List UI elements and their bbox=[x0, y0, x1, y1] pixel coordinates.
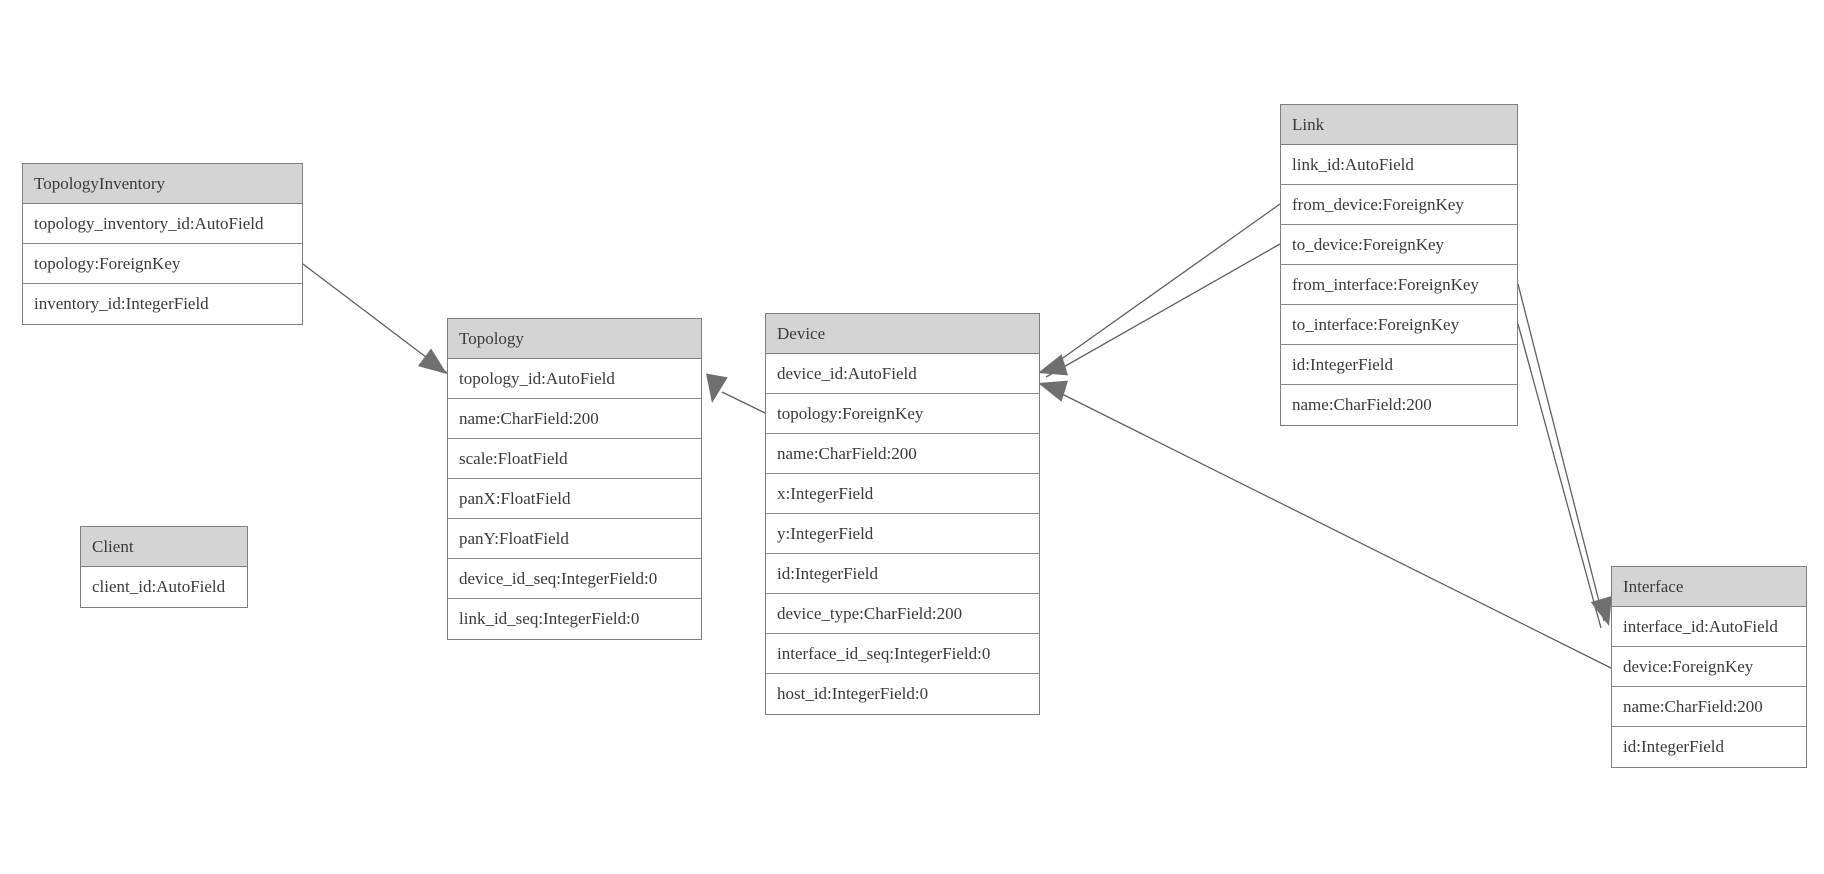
entity-field-row: client_id:AutoField bbox=[81, 567, 247, 607]
entity-field-row: interface_id:AutoField bbox=[1612, 607, 1806, 647]
relationship-line bbox=[1517, 283, 1605, 622]
relationship-line bbox=[1045, 385, 1612, 669]
entity-field-row: name:CharField:200 bbox=[448, 399, 701, 439]
arrowhead-icon bbox=[1038, 354, 1068, 376]
entity-field-row: from_device:ForeignKey bbox=[1281, 185, 1517, 225]
entity-field-row: device_type:CharField:200 bbox=[766, 594, 1039, 634]
arrowhead-icon bbox=[417, 348, 447, 374]
entity-field-row: device_id_seq:IntegerField:0 bbox=[448, 559, 701, 599]
entity-field-row: name:CharField:200 bbox=[1281, 385, 1517, 425]
entity-field-row: to_device:ForeignKey bbox=[1281, 225, 1517, 265]
entity-field-row: link_id_seq:IntegerField:0 bbox=[448, 599, 701, 639]
entity-field-row: to_interface:ForeignKey bbox=[1281, 305, 1517, 345]
entity-field-row: topology_id:AutoField bbox=[448, 359, 701, 399]
entity-field-row: device_id:AutoField bbox=[766, 354, 1039, 394]
entity-field-row: x:IntegerField bbox=[766, 474, 1039, 514]
entity-title-link: Link bbox=[1281, 105, 1517, 145]
entity-field-row: topology:ForeignKey bbox=[766, 394, 1039, 434]
entity-field-row: host_id:IntegerField:0 bbox=[766, 674, 1039, 714]
entity-field-row: scale:FloatField bbox=[448, 439, 701, 479]
entity-field-row: inventory_id:IntegerField bbox=[23, 284, 302, 324]
relationship-line bbox=[302, 263, 448, 374]
entity-field-row: panY:FloatField bbox=[448, 519, 701, 559]
entity-field-row: from_interface:ForeignKey bbox=[1281, 265, 1517, 305]
entity-title-topology-inventory: TopologyInventory bbox=[23, 164, 302, 204]
entity-field-row: interface_id_seq:IntegerField:0 bbox=[766, 634, 1039, 674]
entity-field-row: name:CharField:200 bbox=[1612, 687, 1806, 727]
relationship-line bbox=[721, 391, 766, 414]
entity-field-row: id:IntegerField bbox=[766, 554, 1039, 594]
relationship-line bbox=[1517, 323, 1602, 629]
entity-title-device: Device bbox=[766, 314, 1039, 354]
relationship-line bbox=[1045, 203, 1281, 371]
entity-field-row: link_id:AutoField bbox=[1281, 145, 1517, 185]
arrowhead-icon bbox=[1038, 380, 1068, 402]
relationship-line bbox=[1045, 243, 1281, 378]
arrowhead-icon bbox=[1590, 596, 1612, 626]
entity-field-row: name:CharField:200 bbox=[766, 434, 1039, 474]
entity-title-client: Client bbox=[81, 527, 247, 567]
arrowhead-icon bbox=[706, 373, 728, 403]
entity-field-row: topology:ForeignKey bbox=[23, 244, 302, 284]
entity-field-row: device:ForeignKey bbox=[1612, 647, 1806, 687]
entity-field-row: id:IntegerField bbox=[1281, 345, 1517, 385]
entity-title-topology: Topology bbox=[448, 319, 701, 359]
entity-field-row: panX:FloatField bbox=[448, 479, 701, 519]
entity-field-row: id:IntegerField bbox=[1612, 727, 1806, 767]
entity-title-interface: Interface bbox=[1612, 567, 1806, 607]
entity-field-row: topology_inventory_id:AutoField bbox=[23, 204, 302, 244]
entity-field-row: y:IntegerField bbox=[766, 514, 1039, 554]
